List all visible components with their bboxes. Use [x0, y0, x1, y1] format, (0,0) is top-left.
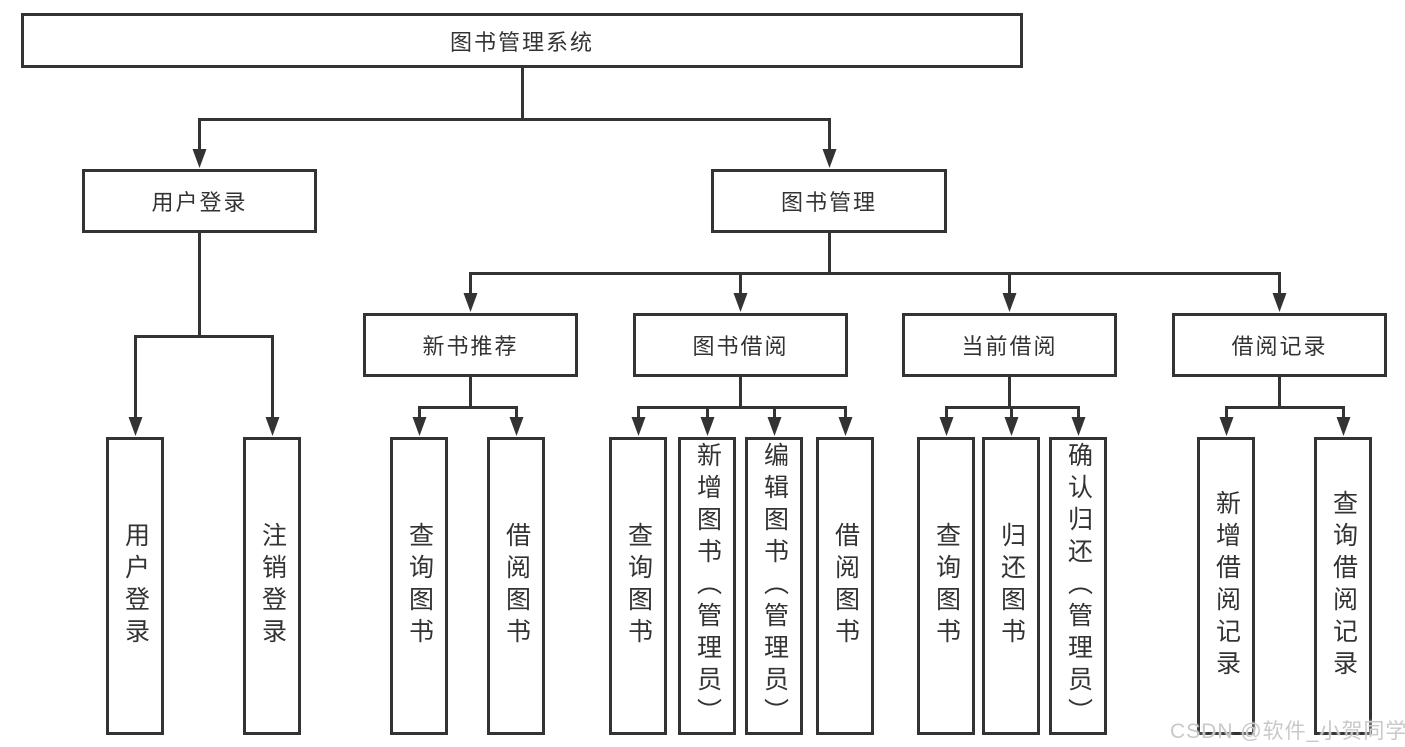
node-new-book-recommendation: 新书推荐 [363, 313, 578, 377]
arrow-down-icon [463, 293, 478, 312]
node-current-borrowing: 当前借阅 [902, 313, 1117, 377]
connector-records [1225, 377, 1345, 418]
node-library-system: 图书管理系统 [21, 13, 1023, 68]
node-label: 当前借阅 [961, 334, 1058, 359]
arrow-down-icon [939, 417, 954, 436]
leaf-borrow-query-books: 查询图书 [609, 437, 667, 735]
arrow-down-icon [192, 149, 207, 168]
node-label: 确认归还（管理员） [1064, 442, 1093, 730]
arrow-down-icon [1219, 417, 1234, 436]
node-label: 新书推荐 [422, 334, 519, 359]
connector-borrow [637, 377, 847, 418]
leaf-logout: 注销登录 [243, 437, 301, 735]
arrow-down-icon [509, 417, 524, 436]
arrow-down-icon [1336, 417, 1351, 436]
connector-current [945, 377, 1080, 418]
arrow-down-icon [733, 293, 748, 312]
arrow-down-icon [1004, 417, 1019, 436]
node-label: 查询借阅记录 [1329, 490, 1358, 682]
arrow-down-icon [1272, 293, 1287, 312]
connector-book-mgmt [469, 233, 1281, 294]
connector-new-book [418, 377, 518, 418]
arrow-down-icon [700, 417, 715, 436]
node-label: 图书管理系统 [449, 29, 594, 55]
arrow-down-icon [631, 417, 646, 436]
node-label: 用户登录 [121, 522, 150, 650]
arrow-down-icon [838, 417, 853, 436]
node-label: 新增借阅记录 [1212, 490, 1241, 682]
arrowheads [128, 149, 1351, 436]
leaf-current-query-books: 查询图书 [917, 437, 975, 735]
node-book-management: 图书管理 [711, 169, 947, 233]
leaf-current-confirm-return-admin: 确认归还（管理员） [1049, 437, 1107, 735]
node-label: 查询图书 [405, 522, 434, 650]
connector-paths [134, 68, 1345, 418]
node-label: 查询图书 [624, 522, 653, 650]
node-book-borrowing: 图书借阅 [633, 313, 848, 377]
arrow-down-icon [265, 417, 280, 436]
arrow-down-icon [767, 417, 782, 436]
arrow-down-icon [1002, 293, 1017, 312]
node-label: 用户登录 [151, 190, 248, 215]
arrow-down-icon [412, 417, 427, 436]
connector-user-login [134, 233, 274, 418]
arrow-down-icon [128, 417, 143, 436]
node-user-login: 用户登录 [82, 169, 317, 233]
leaf-user-login: 用户登录 [106, 437, 164, 735]
node-label: 借阅记录 [1231, 334, 1328, 359]
node-label: 注销登录 [258, 522, 287, 650]
leaf-borrow-borrow-books: 借阅图书 [816, 437, 874, 735]
watermark: CSDN @软件_小贺同学 [1170, 720, 1405, 743]
node-label: 归还图书 [997, 522, 1026, 650]
node-label: 图书借阅 [692, 334, 789, 359]
leaf-records-add-record: 新增借阅记录 [1197, 437, 1255, 735]
leaf-current-return-books: 归还图书 [982, 437, 1040, 735]
leaf-newbook-query-books: 查询图书 [390, 437, 448, 735]
node-label: 借阅图书 [831, 522, 860, 650]
connector-root [198, 68, 831, 151]
leaf-records-query-record: 查询借阅记录 [1314, 437, 1372, 735]
node-label: 图书管理 [780, 190, 877, 215]
arrow-down-icon [1071, 417, 1086, 436]
leaf-borrow-add-books-admin: 新增图书（管理员） [678, 437, 736, 735]
node-label: 查询图书 [932, 522, 961, 650]
node-label: 编辑图书（管理员） [760, 442, 789, 730]
arrow-down-icon [822, 149, 837, 168]
node-label: 借阅图书 [502, 522, 531, 650]
node-label: 新增图书（管理员） [693, 442, 722, 730]
leaf-borrow-edit-books-admin: 编辑图书（管理员） [745, 437, 803, 735]
leaf-newbook-borrow-books: 借阅图书 [487, 437, 545, 735]
node-borrowing-records: 借阅记录 [1172, 313, 1387, 377]
